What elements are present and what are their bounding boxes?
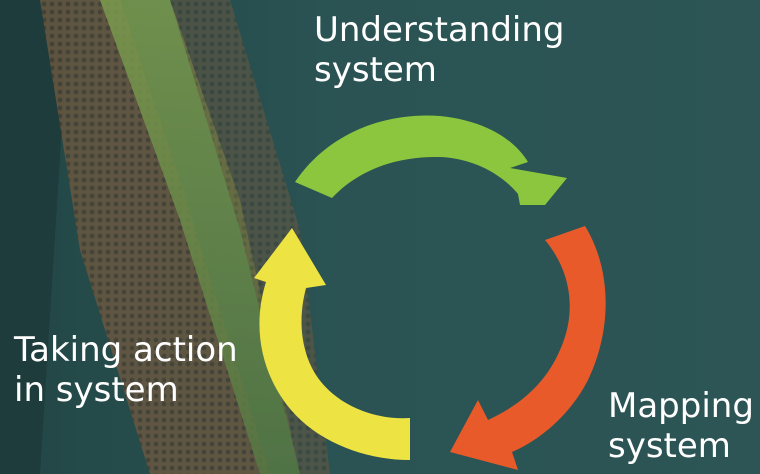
step-label-taking-action: Taking action in system — [14, 330, 238, 410]
arrow-mapping-to-action — [450, 226, 606, 470]
arrow-action-to-understanding — [254, 228, 410, 460]
step-label-line: in system — [14, 370, 179, 410]
step-label-line: system — [314, 50, 437, 90]
step-label-mapping: Mapping system — [608, 386, 754, 466]
step-label-line: Mapping — [608, 386, 754, 426]
step-label-understanding: Understanding system — [314, 10, 565, 90]
step-label-line: system — [608, 426, 731, 466]
arrow-understanding-to-mapping — [295, 115, 567, 205]
step-label-line: Taking action — [14, 330, 238, 370]
step-label-line: Understanding — [314, 10, 565, 50]
